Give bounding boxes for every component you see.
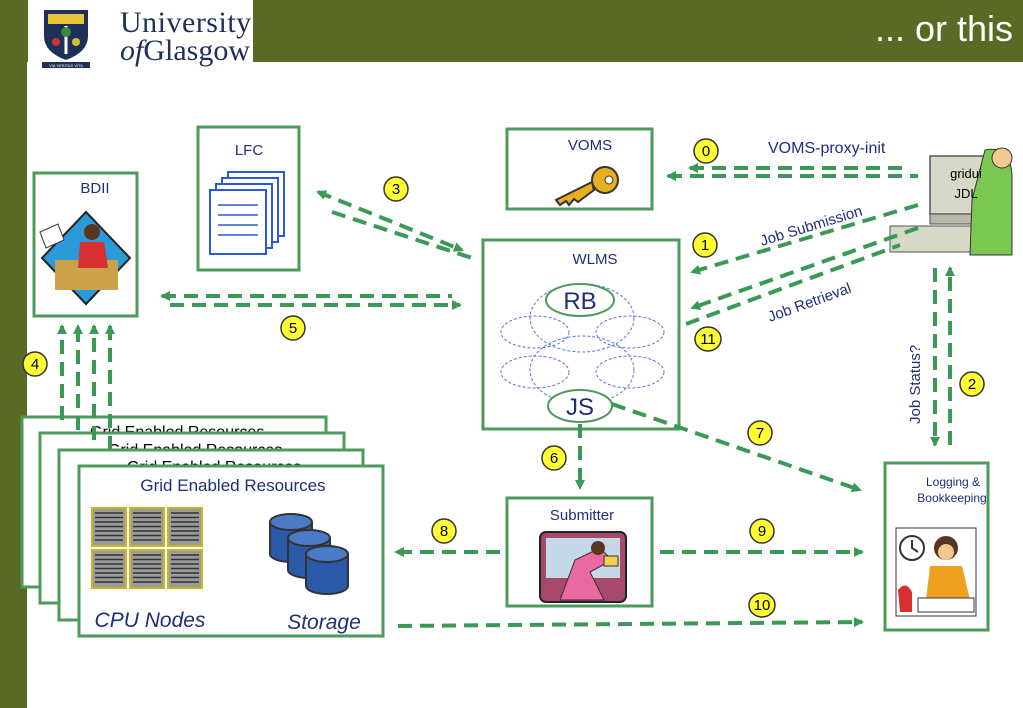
step-number: 7 [756, 425, 764, 442]
step-number: 8 [440, 523, 448, 540]
step-marker-3: 3 [383, 176, 409, 202]
voms-box [505, 127, 654, 211]
bookkeeping-label: Bookkeeping [917, 491, 986, 505]
cpu-nodes-icon [91, 507, 203, 589]
voms-label: VOMS [568, 137, 612, 154]
step-number: 10 [754, 597, 771, 614]
grid-resources-label: Grid Enabled Resources [140, 476, 325, 495]
step-marker-5: 5 [280, 315, 306, 341]
lfc-label: LFC [235, 142, 264, 159]
step-number: 6 [550, 450, 558, 467]
logo-university: University [120, 6, 252, 39]
job-status-label: Job Status? [907, 345, 924, 424]
storage-label: Storage [287, 611, 361, 634]
step-marker-0: 0 [693, 138, 719, 164]
step-marker-1: 1 [692, 232, 718, 258]
step-number: 0 [702, 143, 710, 160]
step-number: 3 [392, 181, 400, 198]
step-marker-11: 11 [694, 326, 722, 352]
step-marker-8: 8 [431, 518, 457, 544]
gridui-workstation-icon [889, 147, 1013, 256]
wlms-label: WLMS [573, 251, 618, 268]
logo-of: of [120, 34, 144, 67]
step-markers: 0 1 2 3 4 5 6 7 8 9 10 11 [22, 138, 985, 618]
arrow-lfc-wlms [316, 190, 464, 252]
bdii-person-icon [39, 210, 132, 306]
step-marker-6: 6 [541, 445, 567, 471]
document-stack-icon [209, 171, 285, 255]
js-label: JS [566, 394, 594, 421]
submitter-label: Submitter [550, 507, 614, 524]
key-icon [554, 166, 619, 207]
job-retrieval-label: Job Retrieval [766, 280, 854, 326]
rb-label: RB [563, 288, 596, 315]
arrow-lfc-wlms-2 [331, 210, 473, 260]
step-number: 11 [700, 331, 716, 348]
arrow-resources-logging [397, 617, 864, 628]
logo-motto: VIA VERITAS VITA [49, 63, 83, 68]
page-title: ... or this [874, 8, 1013, 49]
running-person-icon [539, 531, 627, 603]
cpu-nodes-label: CPU Nodes [95, 609, 206, 632]
step-number: 4 [31, 356, 39, 373]
arrow-job-submission [690, 203, 919, 275]
step-marker-9: 9 [749, 518, 775, 544]
wlms-internal-ellipses [500, 283, 665, 405]
crest-icon: VIA VERITAS VITA [42, 10, 90, 68]
step-marker-2: 2 [959, 371, 985, 397]
arrow-job-retrieval-return [685, 243, 901, 326]
step-marker-7: 7 [747, 420, 773, 446]
logo-glasgow-word: Glasgow [143, 34, 250, 67]
university-logo: VIA VERITAS VITA University ofGlasgow [28, 0, 253, 68]
voms-proxy-init-label: VOMS-proxy-init [768, 140, 886, 157]
step-number: 2 [968, 376, 976, 393]
step-number: 9 [758, 523, 766, 540]
storage-disks-icon [269, 513, 349, 595]
logo-glasgow: ofGlasgow [120, 34, 250, 68]
bdii-label: BDII [80, 180, 109, 197]
logging-label: Logging & [926, 475, 980, 489]
step-marker-10: 10 [748, 592, 776, 618]
step-number: 1 [701, 237, 709, 254]
gridui-label: gridui [950, 166, 982, 181]
left-sidebar-band [0, 0, 27, 708]
step-marker-4: 4 [22, 351, 48, 377]
bookkeeper-person-icon [895, 527, 977, 617]
rb-node [545, 283, 615, 317]
jdl-label: JDL [954, 186, 977, 201]
step-number: 5 [289, 320, 297, 337]
arrow-job-retrieval [690, 226, 919, 311]
